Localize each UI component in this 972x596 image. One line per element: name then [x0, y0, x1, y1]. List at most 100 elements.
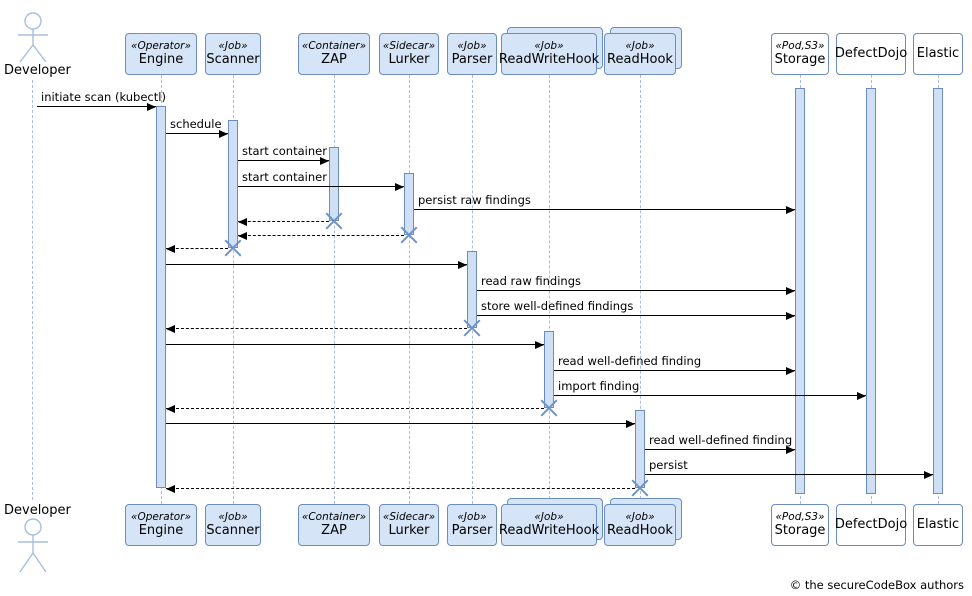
- message-line-m9: [166, 264, 467, 265]
- lifeline-lurker: [409, 75, 410, 504]
- participant-box-readhook-bottom[interactable]: «Job»ReadHook: [604, 504, 676, 546]
- participant-name-defectdojo: DefectDojo: [834, 516, 908, 532]
- message-line-m20: [166, 488, 635, 489]
- participant-box-zap-bottom[interactable]: «Container»ZAP: [298, 504, 370, 546]
- participant-name-storage: Storage: [774, 51, 826, 67]
- message-arrowhead-m7: [238, 231, 247, 240]
- message-arrowhead-m15: [857, 391, 866, 400]
- participant-box-readwritehook-bottom[interactable]: «Job»ReadWriteHook: [499, 504, 599, 546]
- participant-stereotype-engine: «Operator»: [131, 39, 191, 52]
- participant-stereotype-readhook: «Job»: [625, 39, 655, 52]
- participant-box-zap-top[interactable]: «Container»ZAP: [298, 33, 370, 75]
- message-line-m10: [477, 290, 795, 291]
- destroy-marker-readwritehook: [538, 397, 560, 419]
- message-label-m15: import finding: [558, 379, 640, 393]
- participant-box-lurker-bottom[interactable]: «Sidecar»Lurker: [379, 504, 439, 546]
- message-line-m18: [645, 449, 795, 450]
- activation-bar-lurker: [404, 173, 414, 235]
- activation-bar-parser: [467, 251, 477, 328]
- message-arrowhead-m1: [147, 102, 156, 111]
- message-label-m10: read raw findings: [481, 274, 581, 288]
- message-line-m1: [37, 106, 156, 107]
- activation-bar-readwritehook: [544, 331, 554, 408]
- message-label-m14: read well-defined finding: [558, 354, 702, 368]
- message-arrowhead-m20: [166, 484, 175, 493]
- message-line-m4: [238, 186, 404, 187]
- lifeline-actor: [32, 80, 33, 500]
- message-line-m12: [166, 328, 467, 329]
- participant-box-engine-top[interactable]: «Operator»Engine: [125, 33, 197, 75]
- participant-box-readwritehook-top[interactable]: «Job»ReadWriteHook: [498, 33, 600, 75]
- message-label-m3: start container: [242, 144, 327, 158]
- participant-name-scanner: Scanner: [206, 522, 260, 538]
- participant-stereotype-scanner: «Job»: [218, 39, 248, 52]
- message-label-m2: schedule: [170, 117, 222, 131]
- message-arrowhead-m11: [786, 311, 795, 320]
- participant-stereotype-lurker: «Sidecar»: [382, 39, 436, 52]
- participant-name-engine: Engine: [138, 522, 184, 538]
- message-arrowhead-m10: [786, 286, 795, 295]
- participant-stereotype-lurker: «Sidecar»: [382, 510, 436, 523]
- message-arrowhead-m3: [320, 156, 329, 165]
- message-arrowhead-m17: [626, 419, 635, 428]
- participant-box-storage-top[interactable]: «Pod,S3»Storage: [771, 33, 829, 75]
- participant-box-lurker-top[interactable]: «Sidecar»Lurker: [379, 33, 439, 75]
- destroy-marker-parser: [461, 317, 483, 339]
- actor-label-bottom: Developer: [4, 503, 71, 518]
- message-line-m8: [166, 248, 228, 249]
- message-arrowhead-m8: [166, 244, 175, 253]
- participant-stereotype-zap: «Container»: [301, 39, 367, 52]
- participant-name-readhook: ReadHook: [607, 522, 673, 538]
- participant-stereotype-readhook: «Job»: [625, 510, 655, 523]
- participant-box-defectdojo-bottom[interactable]: DefectDojo: [834, 504, 908, 546]
- message-arrowhead-m4: [395, 182, 404, 191]
- message-label-m18: read well-defined finding: [649, 433, 793, 447]
- participant-box-scanner-top[interactable]: «Job»Scanner: [205, 33, 261, 75]
- lifeline-readwritehook: [549, 75, 550, 504]
- participant-box-parser-bottom[interactable]: «Job»Parser: [447, 504, 497, 546]
- message-arrowhead-m5: [786, 205, 795, 214]
- destroy-marker-scanner: [222, 237, 244, 259]
- participant-box-parser-top[interactable]: «Job»Parser: [447, 33, 497, 75]
- actor-figure-bottom: [8, 518, 58, 578]
- message-label-m5: persist raw findings: [418, 193, 531, 207]
- message-arrowhead-m16: [166, 404, 175, 413]
- actor-label-top: Developer: [4, 63, 71, 78]
- participant-stereotype-readwritehook: «Job»: [534, 39, 564, 52]
- message-line-m3: [238, 160, 329, 161]
- message-line-m15: [554, 395, 866, 396]
- destroy-marker-readhook: [629, 477, 651, 499]
- message-line-m17: [166, 423, 635, 424]
- participant-name-elastic: Elastic: [916, 516, 960, 532]
- participant-name-readhook: ReadHook: [607, 51, 673, 67]
- activation-bar-engine: [156, 106, 166, 488]
- message-label-m11: store well-defined findings: [481, 299, 634, 313]
- participant-name-lurker: Lurker: [388, 51, 430, 67]
- participant-name-parser: Parser: [451, 51, 493, 67]
- participant-box-elastic-bottom[interactable]: Elastic: [913, 504, 963, 546]
- participant-name-defectdojo: DefectDojo: [834, 45, 908, 61]
- lifeline-scanner: [233, 75, 234, 504]
- participant-stereotype-engine: «Operator»: [131, 510, 191, 523]
- participant-name-readwritehook: ReadWriteHook: [498, 51, 600, 67]
- activation-bar-zap: [329, 147, 339, 221]
- message-arrowhead-m19: [924, 470, 933, 479]
- participant-name-lurker: Lurker: [388, 522, 430, 538]
- message-arrowhead-m2: [219, 129, 228, 138]
- message-arrowhead-m9: [458, 260, 467, 269]
- participant-box-defectdojo-top[interactable]: DefectDojo: [834, 33, 908, 75]
- participant-box-scanner-bottom[interactable]: «Job»Scanner: [205, 504, 261, 546]
- participant-stereotype-parser: «Job»: [457, 510, 487, 523]
- activation-bar-readhook: [635, 410, 645, 488]
- participant-box-elastic-top[interactable]: Elastic: [913, 33, 963, 75]
- message-arrowhead-m13: [535, 340, 544, 349]
- activation-bar-storage: [795, 88, 805, 494]
- participant-box-readhook-top[interactable]: «Job»ReadHook: [604, 33, 676, 75]
- message-line-m2: [166, 133, 228, 134]
- participant-box-storage-bottom[interactable]: «Pod,S3»Storage: [771, 504, 829, 546]
- participant-box-engine-bottom[interactable]: «Operator»Engine: [125, 504, 197, 546]
- participant-stereotype-readwritehook: «Job»: [534, 510, 564, 523]
- participant-name-engine: Engine: [138, 51, 184, 67]
- actor-figure-top: [8, 12, 58, 68]
